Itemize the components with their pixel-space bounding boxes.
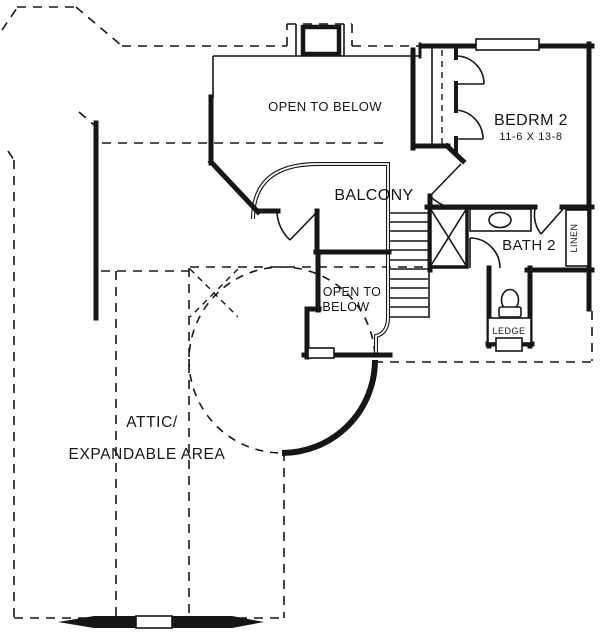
windows [307,38,540,359]
bath-door [469,237,501,269]
closet-door-1 [455,55,485,85]
label-attic-2: EXPANDABLE AREA [69,446,226,463]
balcony-left-door [276,211,318,241]
bedroom2-entry-door [429,163,472,210]
bay-window [58,615,264,629]
walls [93,24,595,360]
bedroom2-window [475,38,540,51]
roof-valley-x-brace [189,268,239,318]
lower-room-window [307,347,335,359]
railing [251,162,390,357]
label-linen: LINEN [569,223,579,252]
label-open-to-below-top: OPEN TO BELOW [268,99,382,114]
bath-window [495,337,523,352]
linen-closet-box [565,209,589,267]
label-ledge: LEDGE [492,326,525,336]
label-bath2: BATH 2 [502,237,556,254]
chase-shaft [428,206,469,269]
label-open-to-below-mid-1: OPEN TO [323,285,382,299]
label-attic-1: ATTIC/ [126,414,178,431]
linen-door [533,208,564,235]
label-open-to-below-mid-2: BELOW [322,300,369,314]
closet-door-2 [455,109,484,140]
label-bedroom2-dims: 11-6 X 13-8 [499,131,562,143]
label-balcony: BALCONY [334,187,413,204]
staircase [390,212,430,318]
sink-icon [488,211,512,229]
chimney [300,24,342,57]
label-bedroom2: BEDRM 2 [494,112,568,129]
turret-curved-wall [281,359,378,456]
fixtures [469,208,589,344]
toilet-tank-icon [498,306,522,318]
